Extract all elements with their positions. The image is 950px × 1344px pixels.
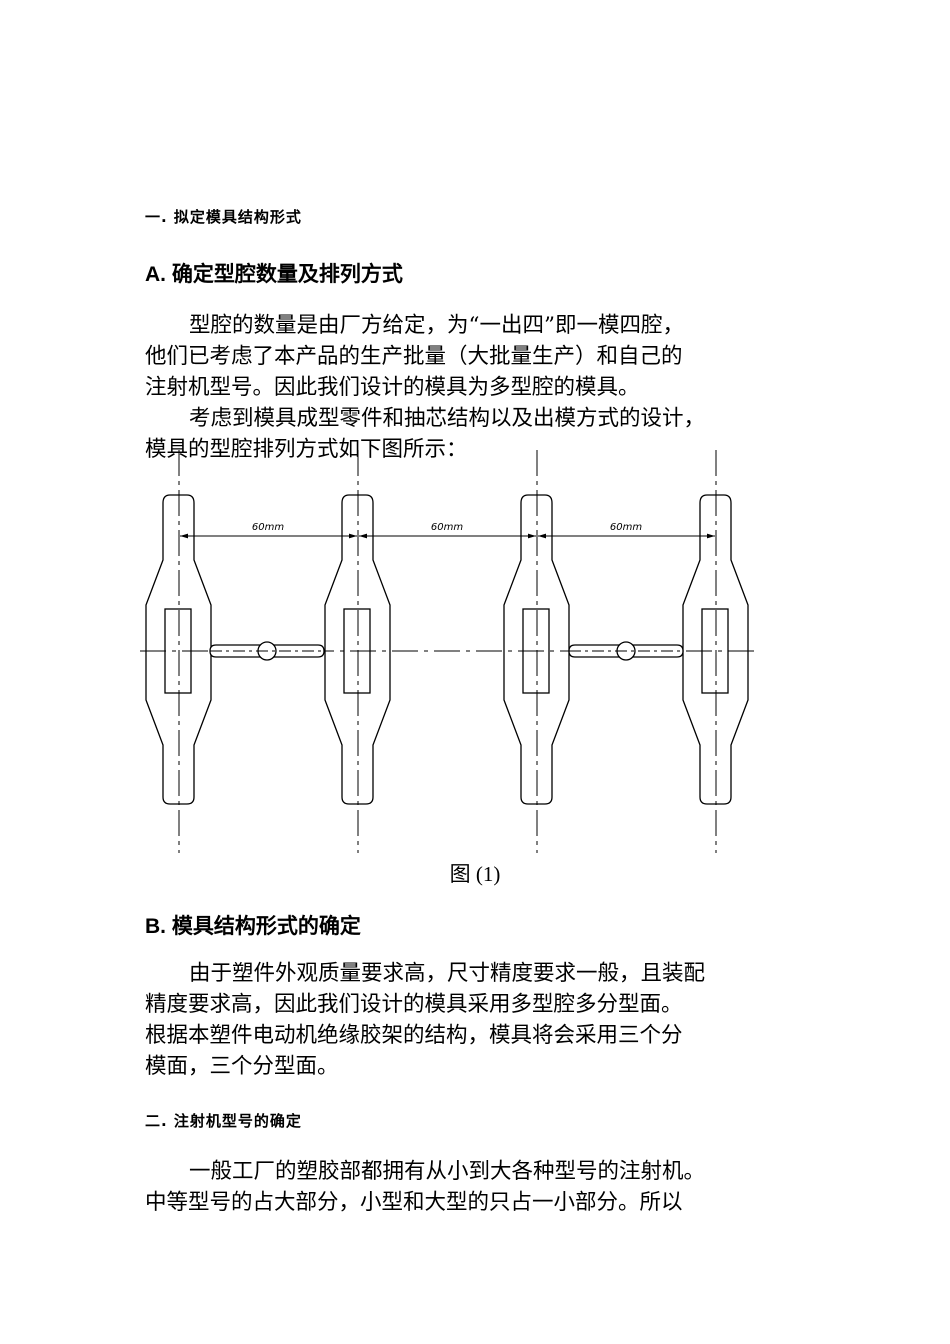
dimension-label-1: 60mm [252, 522, 284, 533]
text-line: 他们已考虑了本产品的生产批量（大批量生产）和自己的 [145, 344, 683, 369]
text-line: 精度要求高，因此我们设计的模具采用多型腔多分型面。 [145, 992, 683, 1017]
text-line: 模具的型腔排列方式如下图所示： [145, 437, 468, 462]
runner-right [568, 641, 684, 661]
text-line: 中等型号的占大部分，小型和大型的只占一小部分。所以 [145, 1190, 683, 1215]
figure-caption: 图 (1) [449, 862, 501, 886]
paragraph-injection-machine: 一般工厂的塑胶部都拥有从小到大各种型号的注射机。 中等型号的占大部分，小型和大型… [145, 1156, 815, 1218]
subsection-heading-b: B. 模具结构形式的确定 [145, 915, 361, 938]
text-line: 由于塑件外观质量要求高，尺寸精度要求一般，且装配 [189, 961, 706, 986]
text-line: 考虑到模具成型零件和抽芯结构以及出模方式的设计， [189, 406, 706, 431]
dimension-label-2: 60mm [431, 522, 463, 533]
subsection-heading-a: A. 确定型腔数量及排列方式 [145, 263, 403, 286]
text-line: 模面，三个分型面。 [145, 1054, 339, 1079]
cavity-layout-diagram: 60mm 60mm 60mm [140, 450, 755, 853]
cavity-4 [682, 450, 749, 853]
cavity-2 [324, 450, 391, 853]
paragraph-cavity-count: 型腔的数量是由厂方给定，为“一出四”即一模四腔， 他们已考虑了本产品的生产批量（… [145, 310, 815, 465]
cavity-3 [503, 450, 570, 853]
text-line: 型腔的数量是由厂方给定，为“一出四”即一模四腔， [189, 313, 684, 338]
paragraph-structure: 由于塑件外观质量要求高，尺寸精度要求一般，且装配 精度要求高，因此我们设计的模具… [145, 958, 815, 1082]
dimension-label-3: 60mm [610, 522, 642, 533]
text-line: 注射机型号。因此我们设计的模具为多型腔的模具。 [145, 375, 640, 400]
text-line: 根据本塑件电动机绝缘胶架的结构，模具将会采用三个分 [145, 1023, 683, 1048]
text-line: 一般工厂的塑胶部都拥有从小到大各种型号的注射机。 [189, 1159, 706, 1184]
section-heading-2: 二. 注射机型号的确定 [145, 1112, 302, 1130]
cavity-1 [145, 450, 212, 853]
section-heading-1: 一. 拟定模具结构形式 [145, 208, 302, 226]
